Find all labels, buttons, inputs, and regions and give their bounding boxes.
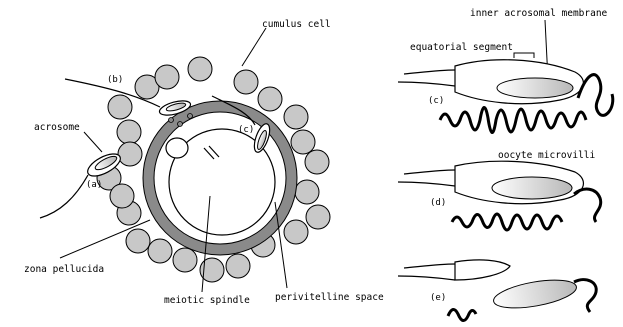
stage-label-a: (a) [86, 180, 102, 190]
label-oocyte-microvilli: oocyte microvilli [498, 150, 596, 161]
label-acrosome: acrosome [34, 122, 80, 133]
stage-label-d: (d) [430, 198, 446, 208]
left-panel: cumulus cell acrosome zona pellucida mei… [24, 19, 384, 306]
stage-label-c-left: (c) [238, 125, 254, 135]
stage-label-e: (e) [430, 293, 446, 303]
label-inner-acrosomal-membrane: inner acrosomal membrane [470, 8, 608, 19]
polar-body [166, 138, 188, 158]
stage-c-right: (c) [398, 60, 613, 133]
label-perivitelline-space: perivitelline space [275, 292, 384, 303]
stage-d: (d) [398, 161, 601, 230]
stage-label-c-right: (c) [428, 96, 444, 106]
stage-e: (e) [398, 260, 596, 321]
right-panel: inner acrosomal membrane equatorial segm… [398, 8, 613, 321]
label-zona-pellucida: zona pellucida [24, 264, 104, 275]
label-meiotic-spindle: meiotic spindle [164, 295, 250, 306]
label-cumulus-cell: cumulus cell [262, 19, 331, 30]
stage-label-b: (b) [107, 75, 123, 85]
equatorial-bracket [514, 53, 534, 58]
label-equatorial-segment: equatorial segment [410, 42, 513, 53]
